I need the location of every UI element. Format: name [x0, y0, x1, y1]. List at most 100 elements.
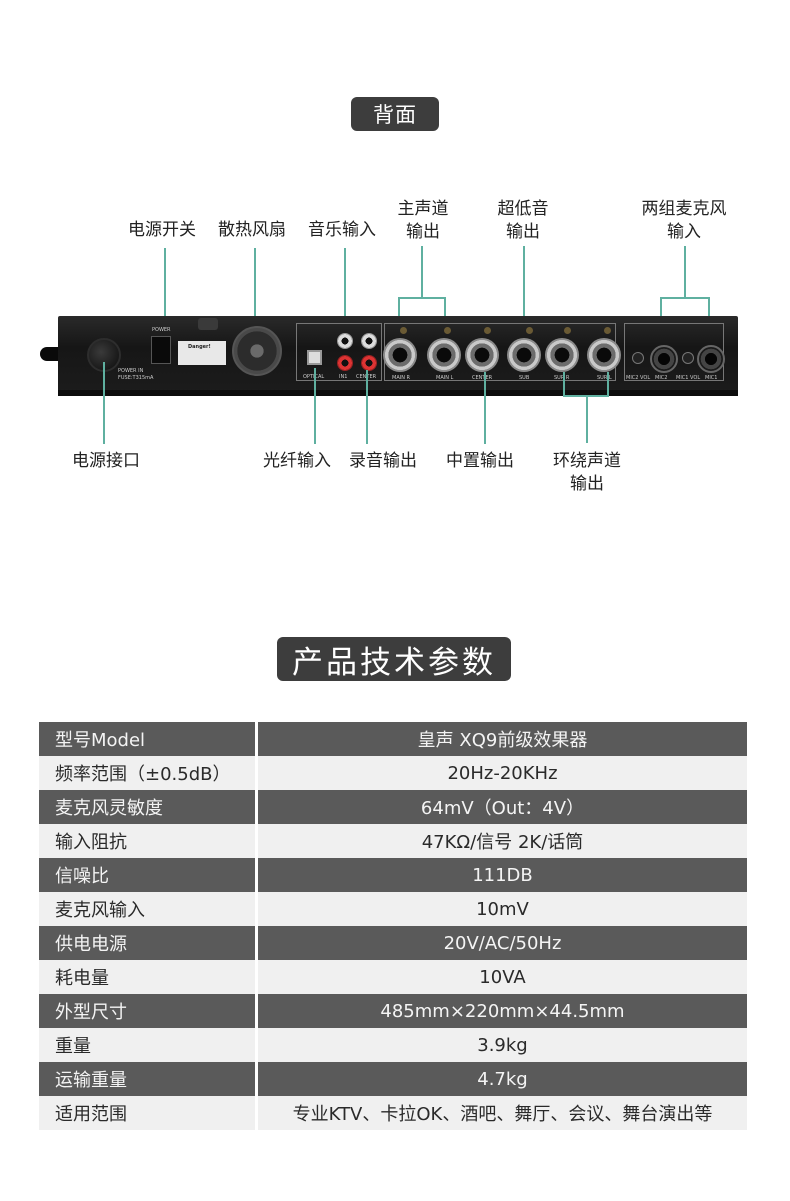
rca-record-white-icon: [361, 333, 377, 349]
panel-text-optical: OPTICAL: [303, 374, 324, 380]
label-sub-output: 超低音 输出: [495, 198, 551, 244]
mic2-jack-icon: [650, 345, 678, 373]
table-row: 输入阻抗 47KΩ/信号 2K/话筒: [39, 824, 747, 858]
table-row: 重量 3.9kg: [39, 1028, 747, 1062]
screw-icon: [604, 327, 611, 334]
callout-line-power-port: [103, 362, 105, 444]
spec-label: 型号Model: [39, 722, 258, 756]
panel-text-sub: SUB: [519, 375, 530, 381]
audio-input-group: [296, 323, 382, 381]
panel-text-fuse: FUSE:T315mA: [118, 375, 154, 381]
rca-music-input-red-icon: [337, 355, 353, 371]
spec-value: 皇声 XQ9前级效果器: [258, 722, 747, 756]
callout-line-sur-r: [563, 372, 565, 396]
spec-label: 耗电量: [39, 960, 258, 994]
label-power-port: 电源接口: [72, 451, 140, 471]
screw-icon: [484, 327, 491, 334]
table-row: 适用范围 专业KTV、卡拉OK、酒吧、舞厅、会议、舞台演出等: [39, 1096, 747, 1130]
panel-text-mic2-vol: MIC2 VOL: [626, 375, 651, 381]
spec-label: 频率范围（±0.5dB）: [39, 756, 258, 790]
back-section-title: 背面: [351, 97, 439, 131]
screw-icon: [526, 327, 533, 334]
warning-sticker-text: Danger!: [188, 344, 211, 350]
callout-line-power-switch: [164, 248, 166, 336]
label-music-input: 音乐输入: [308, 220, 376, 240]
label-mic-input-line2: 输入: [667, 222, 701, 242]
callout-line-center: [484, 372, 486, 444]
label-center-output: 中置输出: [446, 451, 514, 471]
table-row: 耗电量 10VA: [39, 960, 747, 994]
spec-value: 3.9kg: [258, 1028, 747, 1062]
spec-value: 485mm×220mm×44.5mm: [258, 994, 747, 1028]
panel-text-sur-r: SUR R: [554, 375, 570, 381]
panel-text-sur-l: SUR L: [597, 375, 612, 381]
device-bottom-edge: [58, 390, 738, 396]
spec-label: 麦克风输入: [39, 892, 258, 926]
table-row: 供电电源 20V/AC/50Hz: [39, 926, 747, 960]
label-sub-output-line1: 超低音: [497, 199, 549, 219]
table-row: 外型尺寸 485mm×220mm×44.5mm: [39, 994, 747, 1028]
cooling-fan-icon: [232, 326, 282, 376]
warning-sticker: Danger!: [178, 341, 226, 365]
spec-label: 运输重量: [39, 1062, 258, 1096]
spec-label: 麦克风灵敏度: [39, 790, 258, 824]
xlr-main-r-icon: [383, 338, 417, 372]
callout-line-sub: [523, 246, 525, 338]
callout-line-optical: [314, 368, 316, 444]
spec-value: 20V/AC/50Hz: [258, 926, 747, 960]
label-main-output-line1: 主声道: [397, 199, 449, 219]
label-mic-input: 两组麦克风 输入: [633, 198, 735, 244]
spec-value: 64mV（Out：4V）: [258, 790, 747, 824]
warning-band: [198, 318, 218, 330]
label-surround-output: 环绕声道 输出: [548, 450, 626, 496]
spec-label: 供电电源: [39, 926, 258, 960]
rca-music-input-white-icon: [337, 333, 353, 349]
xlr-sub-icon: [507, 338, 541, 372]
rca-record-red-icon: [361, 355, 377, 371]
spec-label: 信噪比: [39, 858, 258, 892]
callout-line-main-stem: [421, 246, 423, 298]
spec-value: 47KΩ/信号 2K/话筒: [258, 824, 747, 858]
mic1-volume-knob-icon: [682, 352, 694, 364]
spec-value: 专业KTV、卡拉OK、酒吧、舞厅、会议、舞台演出等: [258, 1096, 747, 1130]
label-surround-output-line1: 环绕声道: [553, 451, 621, 471]
spec-table: 型号Model 皇声 XQ9前级效果器 频率范围（±0.5dB） 20Hz-20…: [39, 722, 747, 1130]
panel-text-in1: IN1: [339, 374, 348, 380]
panel-text-center: CENTER: [472, 375, 493, 381]
panel-text-mic1: MIC1: [705, 375, 718, 381]
label-surround-output-line2: 输出: [570, 474, 604, 494]
panel-text-main-r: MAIN R: [392, 375, 411, 381]
mic2-volume-knob-icon: [632, 352, 644, 364]
spec-label: 输入阻抗: [39, 824, 258, 858]
spec-label: 适用范围: [39, 1096, 258, 1130]
label-fan: 散热风扇: [218, 220, 286, 240]
screw-icon: [444, 327, 451, 334]
callout-line-music-input: [344, 248, 346, 340]
callout-line-fan: [254, 248, 256, 346]
xlr-center-icon: [465, 338, 499, 372]
label-main-output: 主声道 输出: [395, 198, 451, 244]
table-row: 信噪比 111DB: [39, 858, 747, 892]
spec-label: 重量: [39, 1028, 258, 1062]
table-row: 运输重量 4.7kg: [39, 1062, 747, 1096]
spec-value: 10VA: [258, 960, 747, 994]
label-sub-output-line2: 输出: [506, 222, 540, 242]
panel-text-mic1-vol: MIC1 VOL: [676, 375, 701, 381]
xlr-sur-r-icon: [545, 338, 579, 372]
label-power-switch: 电源开关: [128, 220, 196, 240]
spec-value: 10mV: [258, 892, 747, 926]
callout-line-mic-stem: [684, 246, 686, 298]
table-row: 麦克风灵敏度 64mV（Out：4V）: [39, 790, 747, 824]
screw-icon: [400, 327, 407, 334]
spec-section-title: 产品技术参数: [277, 637, 511, 681]
callout-line-main-bar: [398, 297, 446, 299]
callout-line-surround-stem: [586, 395, 588, 443]
spec-value: 111DB: [258, 858, 747, 892]
xlr-main-l-icon: [427, 338, 461, 372]
label-optical-input: 光纤输入: [263, 451, 331, 471]
spec-label: 外型尺寸: [39, 994, 258, 1028]
callout-line-sur-l: [607, 372, 609, 396]
optical-port-icon: [307, 350, 322, 365]
screw-icon: [564, 327, 571, 334]
table-row: 麦克风输入 10mV: [39, 892, 747, 926]
